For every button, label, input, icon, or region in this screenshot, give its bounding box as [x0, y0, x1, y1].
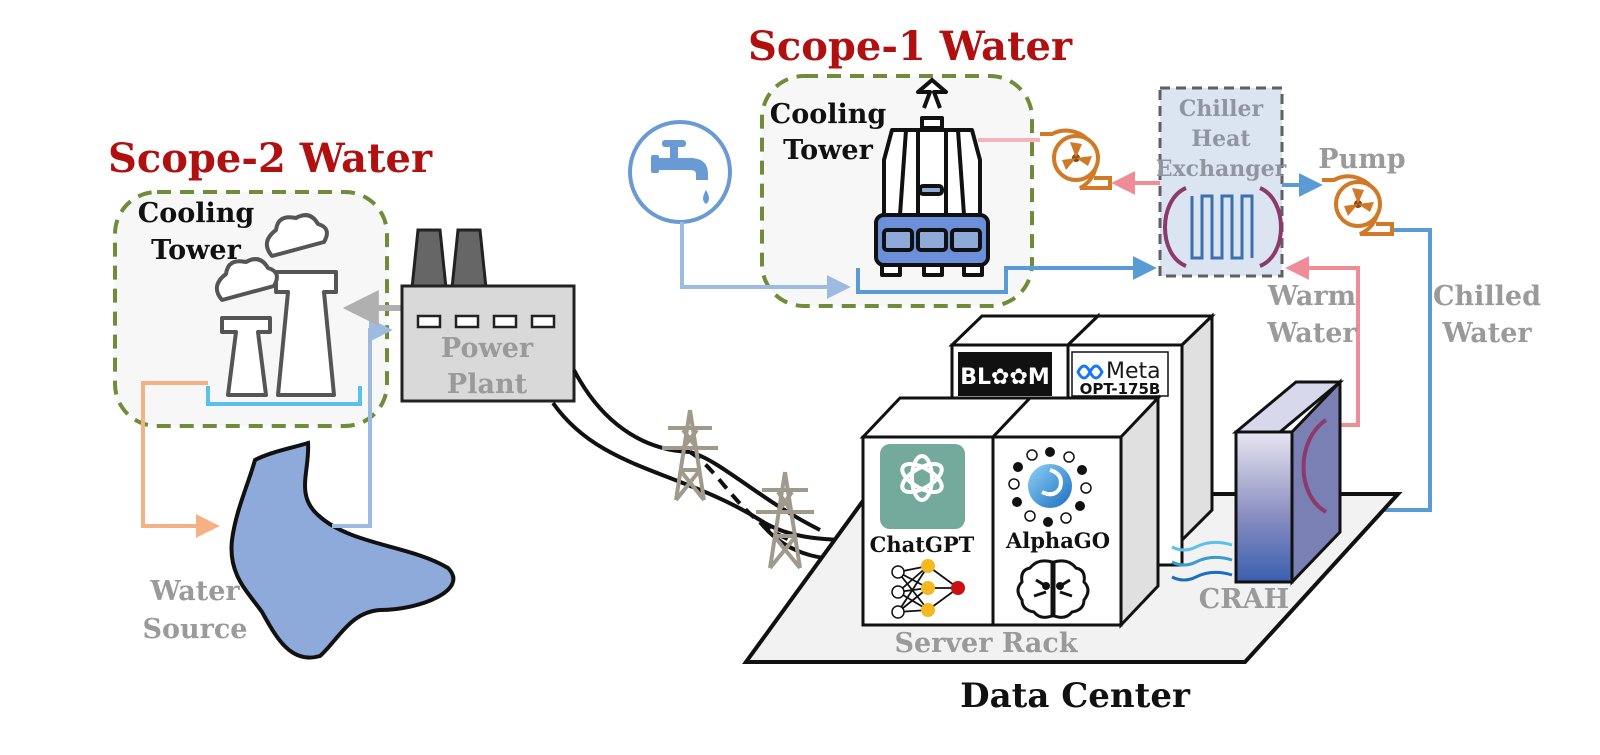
bloom-text: BL✿✿M [960, 365, 1050, 390]
bloom-logo: BL✿✿M [958, 352, 1052, 396]
water-source-label-2: Source [143, 614, 248, 645]
chilled-water-pipe [1321, 228, 1432, 522]
chatgpt-logo [880, 444, 965, 529]
chiller-coil-right [1259, 186, 1283, 268]
power-plant-label-2: Plant [447, 369, 528, 400]
scope1-cooling-label-1: Cooling [770, 99, 887, 130]
crah-label: CRAH [1199, 584, 1289, 615]
cooling-towers-icon [214, 213, 338, 397]
scope2-cooling-label-1: Cooling [138, 198, 255, 229]
data-center-label: Data Center [960, 676, 1191, 716]
crah-coil [1301, 418, 1328, 514]
scope1-cooling-label-2: Tower [783, 135, 873, 166]
meta-logo: Meta OPT-175B [1071, 351, 1169, 398]
meta-text: Meta [1106, 359, 1161, 384]
scope2-title: Scope-2 Water [108, 135, 433, 182]
faucet-pipe [680, 222, 851, 299]
warm-water-label-1: Warm [1267, 281, 1356, 312]
power-lines [551, 369, 864, 562]
lake-to-plant-pipe [332, 318, 393, 528]
chiller-label-1: Chiller [1179, 96, 1264, 122]
faucet-icon [651, 140, 709, 204]
chatgpt-label: ChatGPT [870, 532, 975, 557]
pump-icon-right [1322, 174, 1394, 236]
pump-label: Pump [1318, 144, 1405, 175]
alphago-label: AlphaGO [1005, 528, 1110, 553]
meta-icon [1076, 364, 1104, 380]
scope2-cooling-label-2: Tower [151, 235, 241, 266]
neural-network-icon [891, 559, 965, 619]
scope1-title: Scope-1 Water [748, 23, 1073, 70]
chiller-label-2: Heat [1191, 126, 1251, 152]
cooling-tower-icon [874, 78, 990, 277]
power-plant-label-1: Power [441, 333, 534, 364]
chiller-coil-left [1163, 186, 1187, 268]
water-source-lake [229, 440, 456, 660]
water-source-label-1: Water [149, 576, 240, 607]
basin-water-left [206, 386, 362, 406]
chiller-coil [1190, 194, 1254, 260]
chiller-label-3: Exchanger [1156, 156, 1287, 182]
tower-to-chiller-pipe [856, 256, 1157, 294]
brain-icon [1016, 559, 1090, 619]
transmission-tower-icon-1 [662, 409, 718, 502]
chilled-water-label-2: Water [1441, 318, 1532, 349]
warm-water-label-2: Water [1266, 318, 1357, 349]
crah-unit [1231, 378, 1345, 586]
power-plant-icon [400, 228, 576, 403]
opt-text: OPT-175B [1080, 380, 1161, 398]
alphago-logo [1008, 447, 1092, 527]
pump-icon-left [1040, 128, 1112, 190]
server-rack-label: Server Rack [894, 628, 1078, 659]
airflow-arrows [1171, 540, 1233, 582]
orange-pipe [141, 381, 220, 538]
faucet-circle [628, 120, 732, 224]
transmission-tower-icon-2 [756, 471, 814, 570]
chilled-water-label-1: Chilled [1433, 281, 1541, 312]
